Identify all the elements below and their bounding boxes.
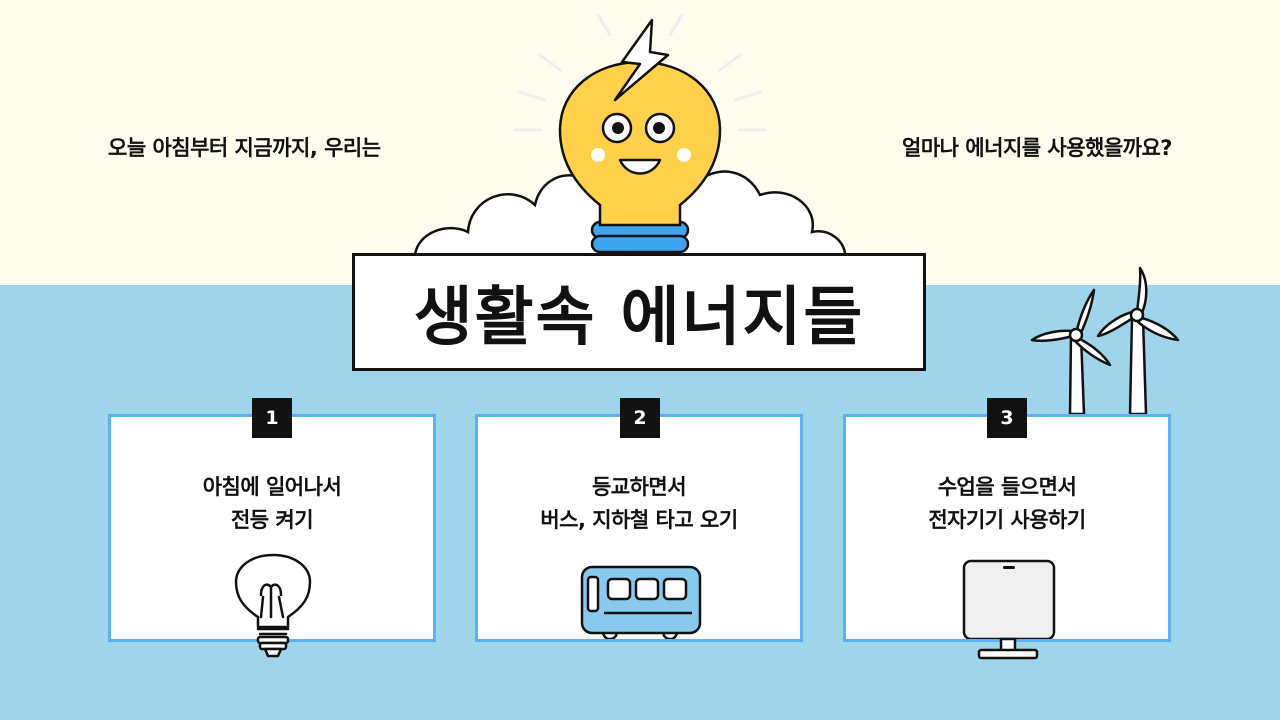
card-3-number-badge: 3: [987, 398, 1027, 438]
card-1-line-1: 아침에 일어나서: [202, 475, 342, 499]
title-box: 생활속 에너지들: [352, 253, 926, 371]
light-bulb-base-icon: [256, 635, 290, 658]
lightning-icon: [613, 18, 670, 102]
bulb-base-icon: [590, 220, 690, 254]
card-1-text: 아침에 일어나서 전등 켜기: [111, 471, 433, 537]
bus-icon: [580, 565, 702, 639]
card-2-text: 등교하면서 버스, 지하철 타고 오기: [478, 471, 800, 537]
intro-text-right: 얼마나 에너지를 사용했을까요?: [902, 136, 1172, 160]
card-2-number-badge: 2: [620, 398, 660, 438]
light-bulb-icon: [234, 553, 312, 636]
card-1: 아침에 일어나서 전등 켜기: [108, 414, 436, 642]
wind-turbine-icon: [1030, 288, 1112, 416]
intro-text-left: 오늘 아침부터 지금까지, 우리는: [108, 136, 381, 160]
card-2-line-1: 등교하면서: [591, 475, 687, 499]
page-title: 생활속 에너지들: [413, 281, 865, 355]
mascot-face-icon: [591, 112, 691, 175]
monitor-stand-icon: [977, 637, 1039, 660]
sun-rays-icon: [513, 13, 767, 132]
card-3-line-2: 전자기기 사용하기: [928, 508, 1086, 532]
monitor-icon: [962, 559, 1056, 639]
card-1-number-badge: 1: [252, 398, 292, 438]
card-3-line-1: 수업을 들으면서: [937, 475, 1077, 499]
card-3: 수업을 들으면서 전자기기 사용하기: [843, 414, 1171, 642]
card-2-line-2: 버스, 지하철 타고 오기: [540, 508, 738, 532]
card-3-text: 수업을 들으면서 전자기기 사용하기: [846, 471, 1168, 537]
wind-turbine-icon: [1096, 266, 1180, 416]
card-2: 등교하면서 버스, 지하철 타고 오기: [475, 414, 803, 642]
card-1-line-2: 전등 켜기: [230, 508, 314, 532]
